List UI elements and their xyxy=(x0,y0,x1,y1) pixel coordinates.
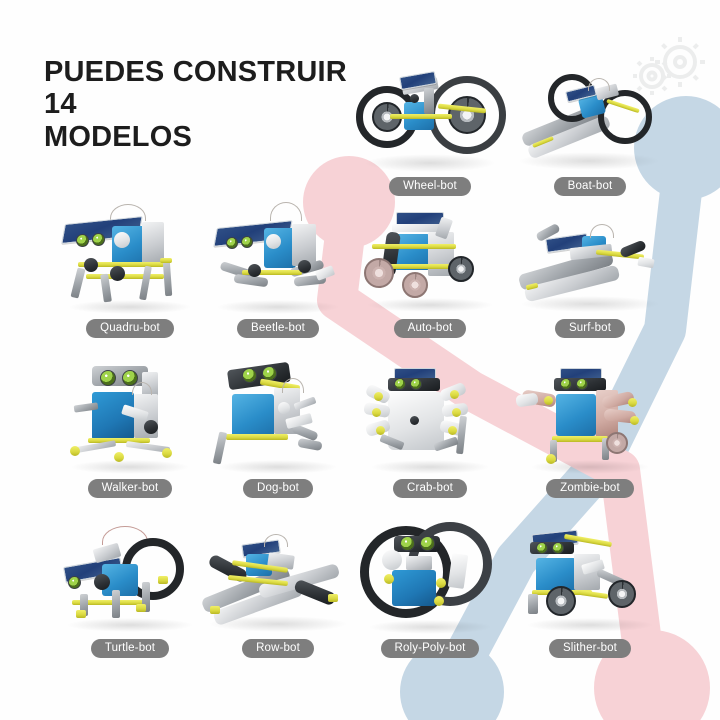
auto-bot-icon xyxy=(350,200,510,318)
roly-poly-bot-icon xyxy=(350,520,510,638)
model-card-turtle-bot[interactable]: Turtle-bot xyxy=(50,520,210,659)
model-card-surf-bot[interactable]: Surf-bot xyxy=(510,200,670,339)
model-card-row-bot[interactable]: Row-bot xyxy=(198,520,358,659)
model-card-beetle-bot[interactable]: Beetle-bot xyxy=(198,200,358,339)
model-card-roly-poly-bot[interactable]: Roly-Poly-bot xyxy=(350,520,510,659)
surf-bot-icon xyxy=(510,200,670,318)
model-label: Quadru-bot xyxy=(86,319,174,339)
model-card-boat-bot[interactable]: Boat-bot xyxy=(510,58,670,197)
model-card-dog-bot[interactable]: Dog-bot xyxy=(198,360,358,499)
boat-bot-icon xyxy=(510,58,670,176)
page-title: PUEDES CONSTRUIR 14 MODELOS xyxy=(44,56,347,153)
row-bot-icon xyxy=(198,520,358,638)
model-label: Auto-bot xyxy=(393,319,467,339)
model-label: Boat-bot xyxy=(553,177,627,197)
slither-bot-icon xyxy=(510,520,670,638)
model-label: Surf-bot xyxy=(554,319,626,339)
dog-bot-icon xyxy=(198,360,358,478)
model-card-walker-bot[interactable]: Walker-bot xyxy=(50,360,210,499)
model-label: Zombie-bot xyxy=(546,479,634,499)
model-label: Slither-bot xyxy=(548,639,632,659)
model-card-wheel-bot[interactable]: Wheel-bot xyxy=(350,58,510,197)
model-label: Crab-bot xyxy=(393,479,467,499)
model-card-auto-bot[interactable]: Auto-bot xyxy=(350,200,510,339)
walker-bot-icon xyxy=(50,360,210,478)
model-label: Walker-bot xyxy=(87,479,173,499)
model-label: Row-bot xyxy=(242,639,314,659)
model-label: Turtle-bot xyxy=(90,639,170,659)
model-label: Beetle-bot xyxy=(237,319,319,339)
turtle-bot-icon xyxy=(50,520,210,638)
model-label: Roly-Poly-bot xyxy=(380,639,480,659)
model-card-slither-bot[interactable]: Slither-bot xyxy=(510,520,670,659)
model-card-quadru-bot[interactable]: Quadru-bot xyxy=(50,200,210,339)
beetle-bot-icon xyxy=(198,200,358,318)
model-card-crab-bot[interactable]: Crab-bot xyxy=(350,360,510,499)
quadru-bot-icon xyxy=(50,200,210,318)
wheel-bot-icon xyxy=(350,58,510,176)
zombie-bot-icon xyxy=(510,360,670,478)
model-label: Dog-bot xyxy=(243,479,313,499)
model-card-zombie-bot[interactable]: Zombie-bot xyxy=(510,360,670,499)
model-label: Wheel-bot xyxy=(389,177,471,197)
crab-bot-icon xyxy=(350,360,510,478)
